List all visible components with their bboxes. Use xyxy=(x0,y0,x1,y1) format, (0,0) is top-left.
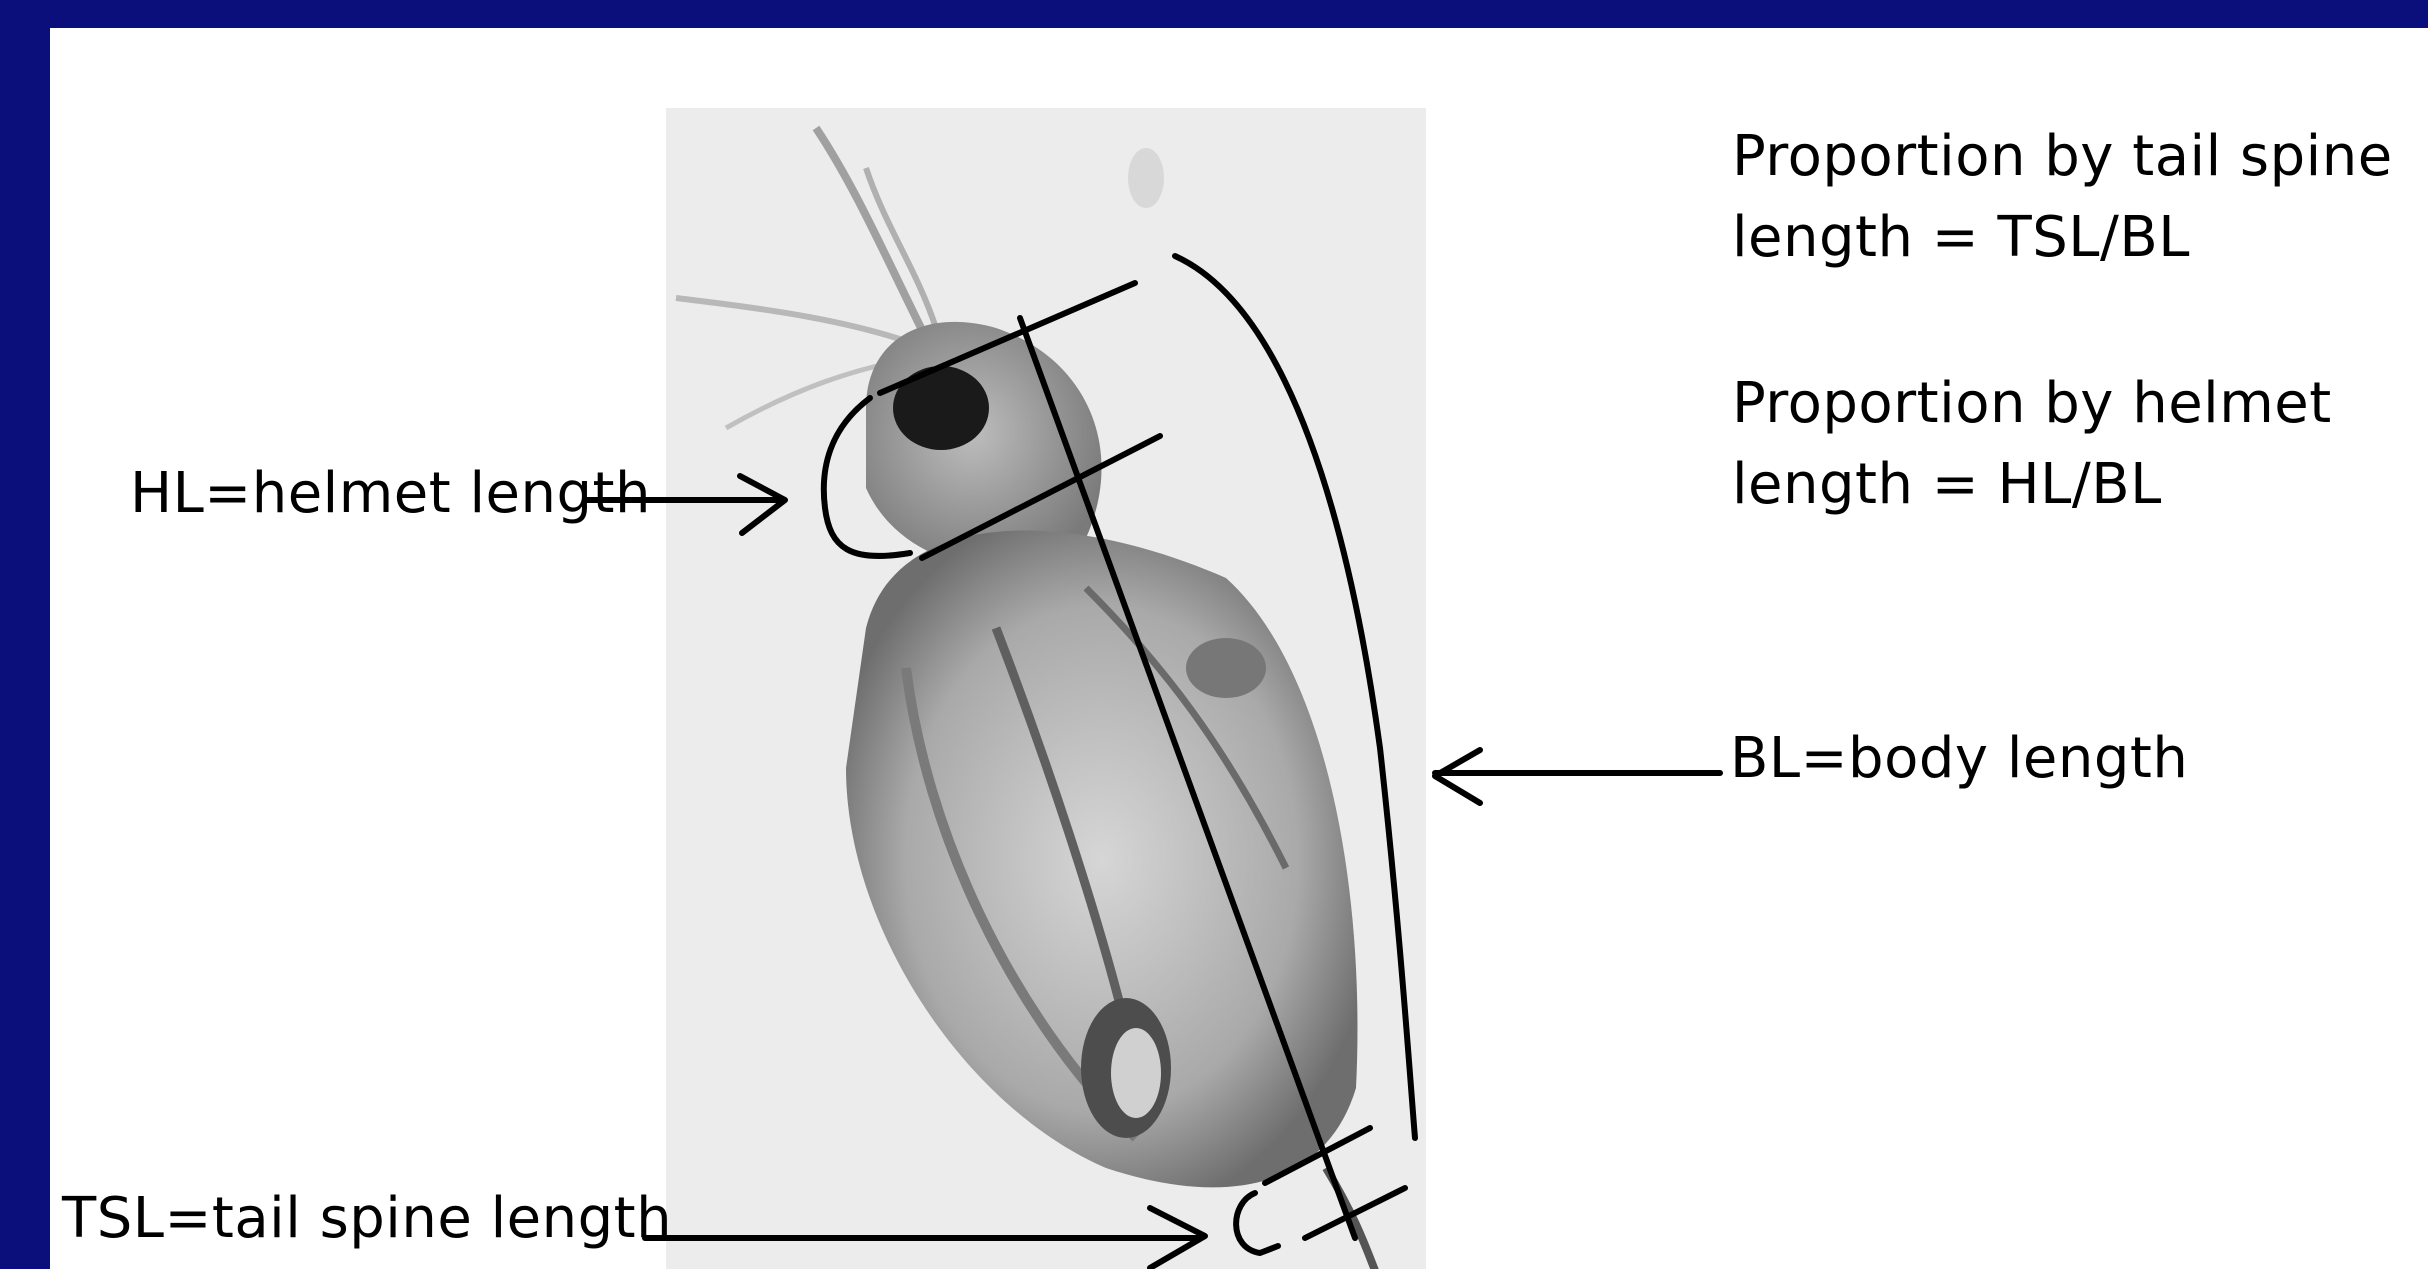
slide-content: HL=helmet length TSL=tail spine length B… xyxy=(50,28,2428,1269)
body-arrow-head xyxy=(1435,750,1480,803)
body-length-label: BL=body length xyxy=(1730,718,2188,799)
tail-formula-line-1: Proportion by tail spine xyxy=(1732,116,2393,197)
tail-formula-line-2: length = TSL/BL xyxy=(1732,197,2393,278)
tail-spine-proportion-formula: Proportion by tail spine length = TSL/BL xyxy=(1732,116,2393,278)
helmet-formula-line-2: length = HL/BL xyxy=(1732,444,2332,525)
daphnia-photo xyxy=(666,108,1426,1269)
helmet-formula-line-1: Proportion by helmet xyxy=(1732,363,2332,444)
tail-spine-length-label: TSL=tail spine length xyxy=(62,1178,672,1259)
helmet-length-label: HL=helmet length xyxy=(130,453,651,534)
helmet-proportion-formula: Proportion by helmet length = HL/BL xyxy=(1732,363,2332,525)
